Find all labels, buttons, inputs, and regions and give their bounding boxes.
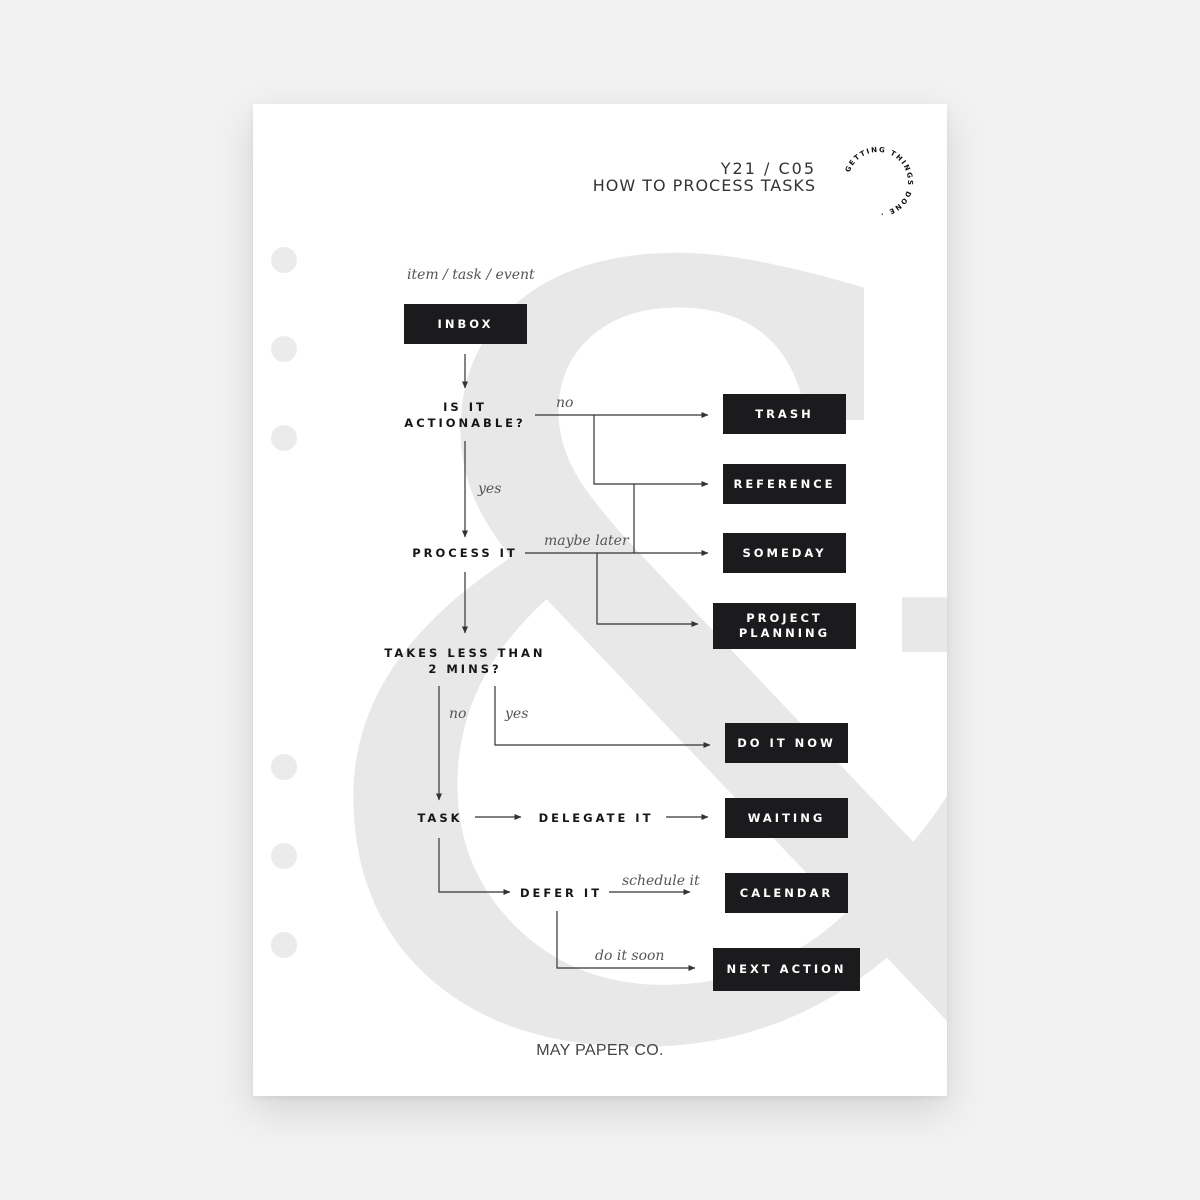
takes-less-line-1: TAKES LESS THAN xyxy=(384,646,546,660)
brand-footer: MAY PAPER CO. xyxy=(536,1042,664,1059)
page-header: Y21 / C05 HOW TO PROCESS TASKS xyxy=(593,160,816,194)
yes-label: yes xyxy=(478,481,502,497)
page-code: Y21 / C05 xyxy=(720,159,816,178)
someday-box: SOMEDAY xyxy=(723,533,846,573)
project-line-1: PROJECT xyxy=(746,611,823,625)
input-caption: item / task / event xyxy=(407,267,535,283)
arrow-yes-to-do-now xyxy=(494,686,711,748)
takes-less-question: TAKES LESS THAN 2 MINS? xyxy=(375,645,555,677)
no-label-2: no xyxy=(449,706,467,722)
binder-hole xyxy=(271,425,297,451)
yes-label-2: yes xyxy=(505,706,529,722)
binder-hole xyxy=(271,336,297,362)
no-label: no xyxy=(556,395,574,411)
project-planning-box: PROJECT PLANNING xyxy=(713,603,856,649)
arrow-task-defer xyxy=(438,838,511,895)
flow-connectors xyxy=(436,354,711,971)
inbox-box: INBOX xyxy=(404,304,527,344)
actionable-question: IS IT ACTIONABLE? xyxy=(395,399,535,431)
task-label: TASK xyxy=(417,811,463,825)
planner-sheet: & Y21 / C05 HOW TO PROCESS TASKS GETTING… xyxy=(253,104,947,1096)
takes-less-line-2: 2 MINS? xyxy=(428,662,502,676)
getting-things-done-badge: GETTING THINGS DONE · xyxy=(844,146,913,218)
do-it-now-box: DO IT NOW xyxy=(725,723,848,763)
reference-box: REFERENCE xyxy=(723,464,846,504)
defer-label: DEFER IT xyxy=(519,886,603,900)
process-it-label: PROCESS IT xyxy=(412,546,518,560)
binder-hole xyxy=(271,754,297,780)
next-action-box: NEXT ACTION xyxy=(713,948,860,991)
arrow-to-project-planning xyxy=(596,553,699,627)
do-soon-label: do it soon xyxy=(595,948,665,964)
calendar-box: CALENDAR xyxy=(725,873,848,913)
delegate-label: DELEGATE IT xyxy=(538,811,654,825)
arrow-to-reference xyxy=(593,415,709,487)
binder-hole xyxy=(271,247,297,273)
project-line-2: PLANNING xyxy=(738,626,831,640)
actionable-line-2: ACTIONABLE? xyxy=(404,416,526,430)
maybe-later-label: maybe later xyxy=(544,533,629,549)
arrow-defer-next-action xyxy=(556,911,696,971)
binder-hole xyxy=(271,843,297,869)
schedule-label: schedule it xyxy=(622,873,700,889)
binder-hole xyxy=(271,932,297,958)
trash-box: TRASH xyxy=(723,394,846,434)
actionable-line-1: IS IT xyxy=(443,400,487,414)
page-title: HOW TO PROCESS TASKS xyxy=(592,176,816,195)
waiting-box: WAITING xyxy=(725,798,848,838)
